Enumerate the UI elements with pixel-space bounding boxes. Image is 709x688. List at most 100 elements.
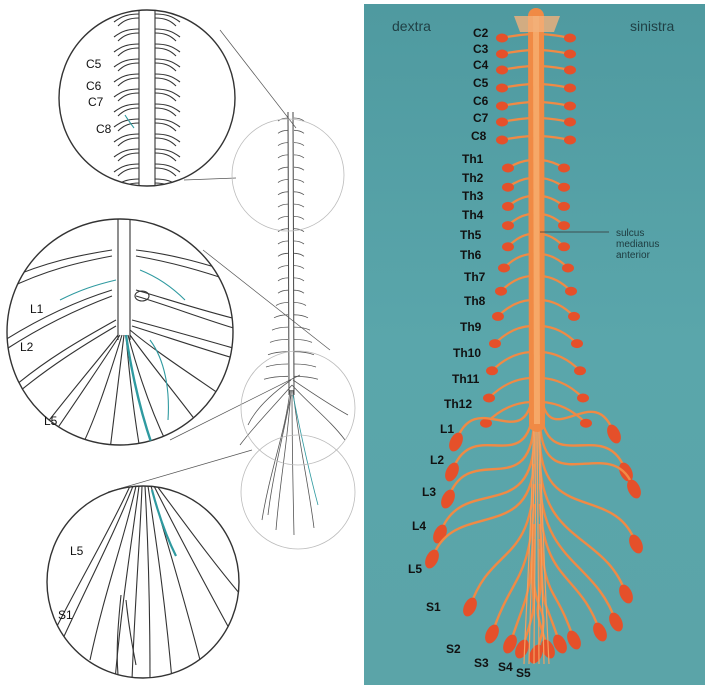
segment-label-th3: Th3 bbox=[462, 189, 484, 203]
root-ganglion bbox=[558, 221, 570, 231]
root-ganglion bbox=[564, 117, 576, 127]
overview-root bbox=[293, 326, 311, 331]
root-ganglion bbox=[502, 163, 514, 173]
segment-label-th7: Th7 bbox=[464, 270, 486, 284]
root-ganglion bbox=[496, 135, 508, 145]
cervical-root bbox=[154, 152, 177, 162]
segment-label-th4: Th4 bbox=[462, 208, 484, 222]
overview-root bbox=[293, 351, 315, 356]
overview-root bbox=[293, 252, 305, 257]
root-ganglion bbox=[449, 432, 463, 452]
annotation-line-1: sulcus bbox=[616, 228, 645, 239]
root-ganglion bbox=[496, 49, 508, 59]
root-ganglion bbox=[558, 242, 570, 252]
segment-label-s2: S2 bbox=[446, 642, 461, 656]
root-ganglion bbox=[480, 418, 492, 428]
zoom-label-l1: L1 bbox=[30, 302, 44, 316]
cervical-root bbox=[154, 13, 181, 23]
cervical-root bbox=[117, 62, 140, 72]
segment-label-c3: C3 bbox=[473, 42, 489, 56]
overview-root bbox=[293, 240, 305, 245]
overview-root bbox=[293, 339, 313, 343]
segment-label-l4: L4 bbox=[412, 519, 427, 533]
overview-root bbox=[293, 302, 307, 306]
root-ganglion bbox=[445, 462, 459, 482]
cervical-root bbox=[117, 137, 140, 147]
root-ganglion bbox=[498, 263, 510, 273]
root-ganglion bbox=[565, 286, 577, 296]
filum-strand bbox=[523, 403, 535, 665]
segment-label-th1: Th1 bbox=[462, 152, 484, 166]
specimen-photo-panel: dextra sinistra sulcus medianus anterior… bbox=[364, 4, 705, 685]
cauda-root-left bbox=[538, 483, 618, 623]
root-ganglion bbox=[558, 163, 570, 173]
cervical-root bbox=[117, 167, 140, 177]
cervical-root bbox=[113, 133, 140, 143]
specimen-photo bbox=[425, 8, 643, 665]
segment-label-c6: C6 bbox=[473, 94, 489, 108]
cervical-root bbox=[154, 88, 181, 98]
cervical-root bbox=[154, 62, 177, 72]
overview-root bbox=[293, 191, 305, 196]
cervical-root bbox=[113, 103, 140, 113]
root-ganglion bbox=[483, 393, 495, 403]
cervical-root bbox=[113, 13, 140, 23]
zoom-circle-lumbar bbox=[6, 218, 234, 446]
cauda-root-left bbox=[538, 443, 638, 545]
overview-root bbox=[293, 166, 305, 171]
nerve-root-th9 bbox=[494, 324, 532, 345]
root-ganglion bbox=[580, 418, 592, 428]
segment-label-c8: C8 bbox=[471, 129, 487, 143]
cervical-root bbox=[117, 152, 140, 162]
root-ganglion bbox=[489, 339, 501, 349]
segment-label-s3: S3 bbox=[474, 656, 489, 670]
annotation-line-2: medianus bbox=[616, 239, 660, 250]
overview-root bbox=[277, 191, 289, 196]
overview-root bbox=[293, 129, 305, 134]
overview-root bbox=[277, 154, 289, 159]
cervical-root bbox=[154, 163, 181, 173]
cervical-root bbox=[154, 133, 181, 143]
cervical-root bbox=[117, 77, 140, 87]
cervical-root bbox=[154, 47, 177, 57]
filum-strand bbox=[536, 403, 540, 665]
cauda-root-right bbox=[438, 443, 536, 535]
zoom-label-c8: C8 bbox=[96, 122, 112, 136]
root-ganglion bbox=[627, 479, 641, 499]
segment-label-th11: Th11 bbox=[452, 372, 480, 386]
overview-root bbox=[293, 265, 305, 269]
cauda-root-right bbox=[532, 548, 545, 655]
overview-root bbox=[277, 203, 289, 208]
overview-root bbox=[277, 265, 289, 269]
root-ganglion bbox=[502, 182, 514, 192]
root-ganglion bbox=[609, 612, 623, 632]
root-ganglion bbox=[441, 489, 455, 509]
segment-label-c7: C7 bbox=[473, 111, 489, 125]
root-ganglion bbox=[568, 311, 580, 321]
cervical-root bbox=[117, 122, 140, 132]
annotation-line-3: anterior bbox=[616, 250, 650, 261]
cauda-root-right bbox=[446, 423, 536, 500]
nerve-root-th10 bbox=[540, 350, 581, 372]
nerve-root-th10 bbox=[491, 350, 532, 372]
root-ganglion bbox=[502, 242, 514, 252]
overview-root bbox=[293, 154, 305, 159]
cervical-root bbox=[113, 88, 140, 98]
zoom-label-l2: L2 bbox=[20, 340, 34, 354]
overview-spinal-cord bbox=[231, 111, 356, 550]
zoom-label-c5: C5 bbox=[86, 57, 102, 71]
cervical-root bbox=[154, 43, 181, 53]
root-ganglion bbox=[558, 201, 570, 211]
sulcus-medianus-anterior-label: sulcus medianus anterior bbox=[616, 228, 659, 261]
root-ganglion bbox=[502, 221, 514, 231]
overview-root bbox=[277, 166, 289, 171]
zoom-circle-sacral bbox=[46, 485, 240, 679]
nerve-root-th9 bbox=[540, 324, 578, 345]
cervical-root bbox=[113, 43, 140, 53]
root-ganglion bbox=[486, 366, 498, 376]
segment-label-l5: L5 bbox=[408, 562, 423, 576]
root-ganglion bbox=[629, 534, 643, 554]
zoom-label-c6: C6 bbox=[86, 79, 102, 93]
overview-root bbox=[277, 142, 289, 146]
cauda-root-right bbox=[430, 463, 536, 560]
